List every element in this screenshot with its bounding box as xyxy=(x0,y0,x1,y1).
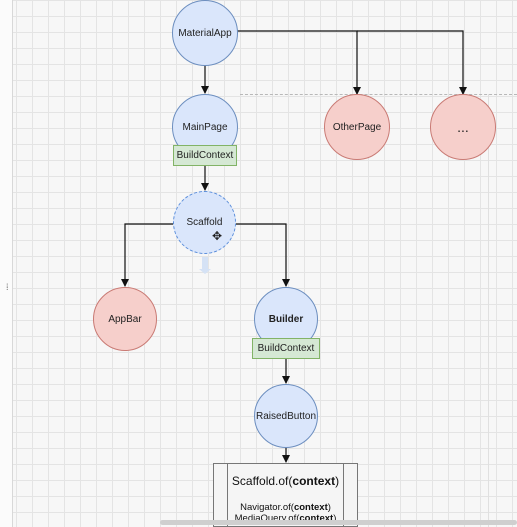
node-scaffold[interactable]: Scaffold xyxy=(173,191,236,254)
node-appbar[interactable]: AppBar xyxy=(93,287,157,351)
callout-divider xyxy=(227,464,228,526)
node-label: AppBar xyxy=(108,313,142,325)
badge-label: BuildContext xyxy=(176,150,234,161)
callout-divider xyxy=(343,464,344,526)
page-break-line xyxy=(240,94,517,95)
edge-scaffold-appbar xyxy=(121,223,175,287)
node-label: MainPage xyxy=(182,121,228,133)
node-raisedbutton[interactable]: RaisedButton xyxy=(254,384,318,448)
horizontal-scrollbar[interactable] xyxy=(160,520,517,525)
mediaquery-of-context: MediaQuery.of(context) xyxy=(234,513,337,524)
node-label: OtherPage xyxy=(332,121,382,133)
panel-grip-icon[interactable]: ⁞ xyxy=(6,283,9,293)
buildcontext-badge[interactable]: BuildContext xyxy=(173,145,237,166)
badge-label: BuildContext xyxy=(257,343,315,354)
page-edge-line xyxy=(488,94,489,527)
node-label: Builder xyxy=(268,313,304,325)
edge-materialapp-otherpage xyxy=(237,30,361,95)
node-label: Scaffold xyxy=(186,217,223,228)
node-label: RaisedButton xyxy=(255,410,317,422)
node-label: MaterialApp xyxy=(178,27,232,39)
context-methods-box[interactable]: Scaffold.of(context) Navigator.of(contex… xyxy=(213,463,358,527)
node-otherpage[interactable]: OtherPage xyxy=(324,94,390,160)
left-panel-edge xyxy=(0,0,13,527)
buildcontext-badge[interactable]: BuildContext xyxy=(252,338,320,359)
edge-scaffold-builder xyxy=(236,223,290,287)
ellipsis-icon: ... xyxy=(457,119,469,135)
drag-handle-icon xyxy=(199,247,211,274)
edge-materialapp-more xyxy=(357,30,467,95)
move-cursor-icon: ✥ xyxy=(212,229,223,243)
node-more[interactable]: ... xyxy=(430,94,496,160)
node-materialapp[interactable]: MaterialApp xyxy=(172,0,238,66)
navigator-of-context: Navigator.of(context) xyxy=(240,502,331,513)
scaffold-of-context: Scaffold.of(context) xyxy=(231,474,340,488)
